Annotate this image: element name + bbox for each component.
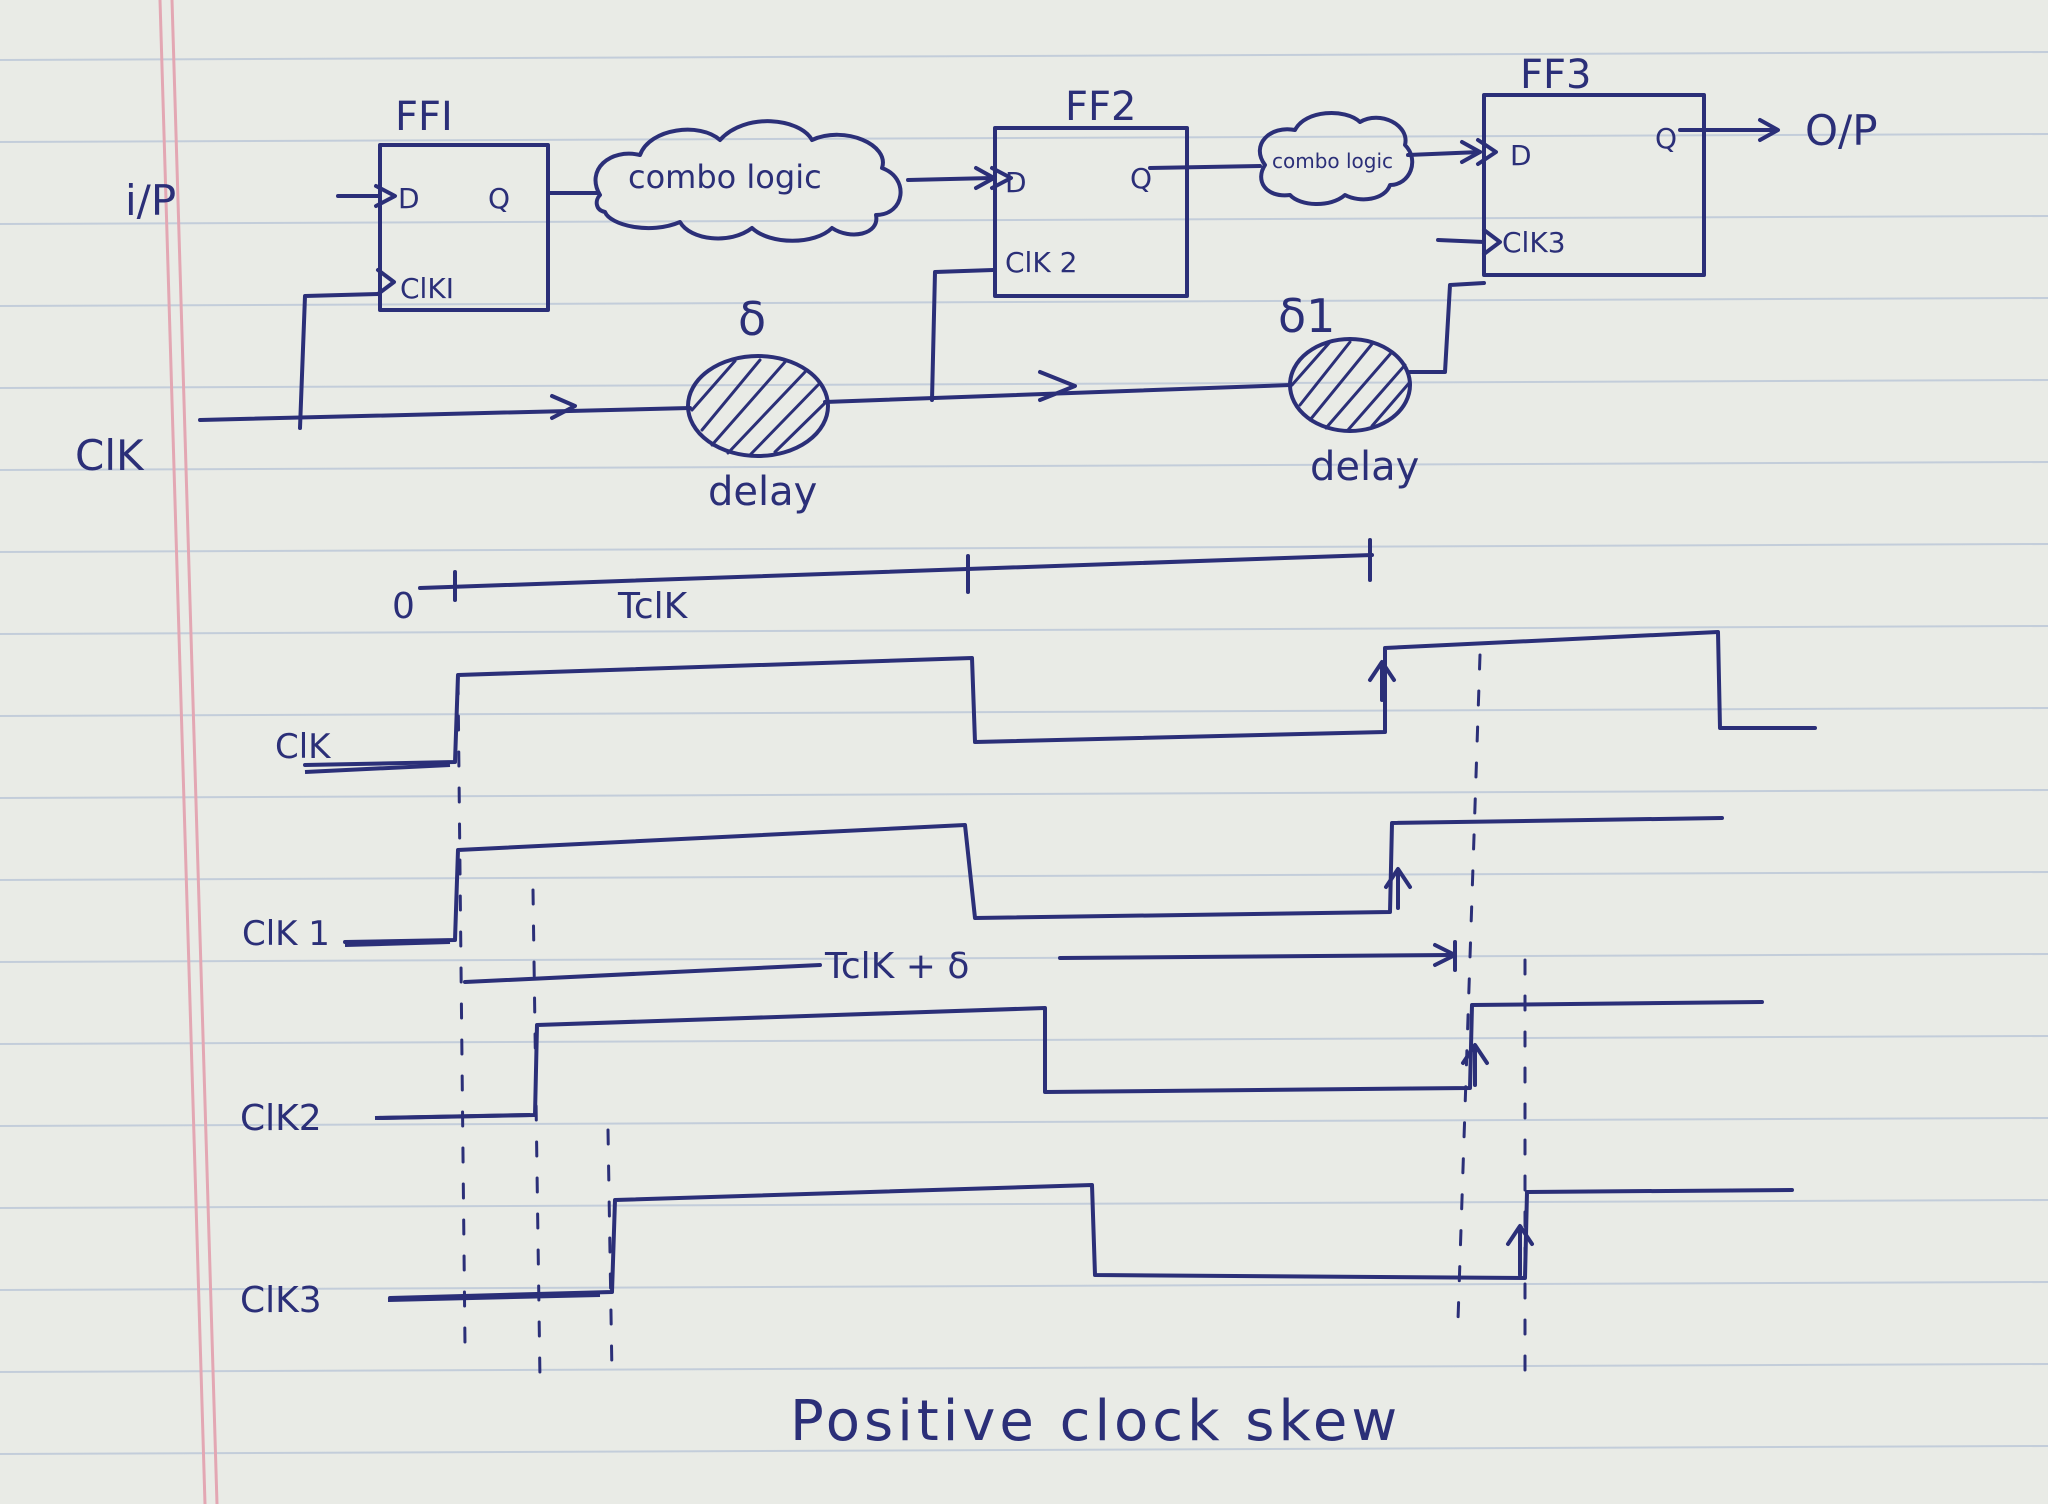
d-pin-1 (374, 184, 397, 208)
waveform-clk2-label: ClK2 (240, 1098, 322, 1139)
flip-flop-2 (990, 126, 1189, 298)
clock-pin-3 (1482, 228, 1502, 256)
input-label: i/P (125, 176, 176, 225)
flip-flop-1 (374, 143, 550, 312)
d-pin-2 (990, 166, 1013, 190)
ff2-clk-label: ClK 2 (1005, 246, 1077, 279)
ff2-title: FF2 (1065, 84, 1136, 130)
ff3-clk-label: ClK3 (1502, 226, 1566, 259)
clock-pin-1 (376, 268, 396, 296)
d-pin-3 (1476, 138, 1498, 166)
interval-arrow (463, 940, 1457, 984)
guide-lines (456, 653, 1527, 1382)
combo-logic-1-label: combo logic (628, 158, 822, 196)
ff1-clk-label: ClKI (400, 272, 454, 305)
delay-element-1 (686, 354, 830, 458)
timeline (418, 538, 1374, 602)
ff1-q-label: Q (488, 182, 510, 215)
waveform-clk3-label: ClK3 (240, 1280, 322, 1321)
ff2-d-label: D (1005, 166, 1027, 199)
edge-arrows (1368, 660, 1534, 1277)
waveform-clk-label: ClK (275, 727, 332, 767)
combo-logic-cloud-2 (1257, 111, 1415, 206)
ff1-d-label: D (398, 182, 420, 215)
labels: FFI D Q ClKI FF2 D Q ClK 2 FF3 D Q ClK3 … (75, 52, 1878, 1454)
waveform-clk (303, 630, 1817, 767)
delay-element-2 (1288, 337, 1412, 433)
ruled-lines (0, 51, 2048, 1455)
caption: Positive clock skew (790, 1389, 1401, 1454)
output-label: O/P (1805, 106, 1878, 155)
label-underlines (304, 763, 601, 1302)
waveform-clk1-label: ClK 1 (242, 914, 330, 954)
ff3-q-label: Q (1655, 122, 1677, 155)
clock-source-label: ClK (75, 431, 145, 480)
waveform-clk1 (343, 816, 1724, 944)
clock-arrow-2 (1038, 370, 1077, 402)
waveform-clk3 (388, 1183, 1794, 1300)
ff2-q-label: Q (1130, 162, 1152, 195)
timeline-zero-label: 0 (392, 586, 415, 627)
data-path (336, 118, 1780, 198)
ff3-d-label: D (1510, 139, 1532, 172)
delay-1-symbol: δ (738, 292, 766, 346)
interval-label: TclK + δ (824, 946, 969, 987)
clock-arrow-1 (550, 394, 577, 420)
flip-flop-3 (1476, 93, 1706, 277)
delay-2-label: delay (1310, 444, 1419, 490)
timeline-period-label: TclK (617, 586, 689, 627)
waveform-clk2 (376, 1000, 1764, 1120)
combo-logic-cloud-1 (593, 119, 903, 243)
margin-lines (158, 0, 219, 1504)
delay-2-symbol: δ1 (1278, 289, 1335, 343)
ff1-title: FFI (395, 94, 453, 140)
ff3-title: FF3 (1520, 52, 1591, 98)
combo-logic-2-label: combo logic (1272, 149, 1393, 173)
delay-1-label: delay (708, 469, 817, 515)
clock-tree (198, 238, 1486, 430)
